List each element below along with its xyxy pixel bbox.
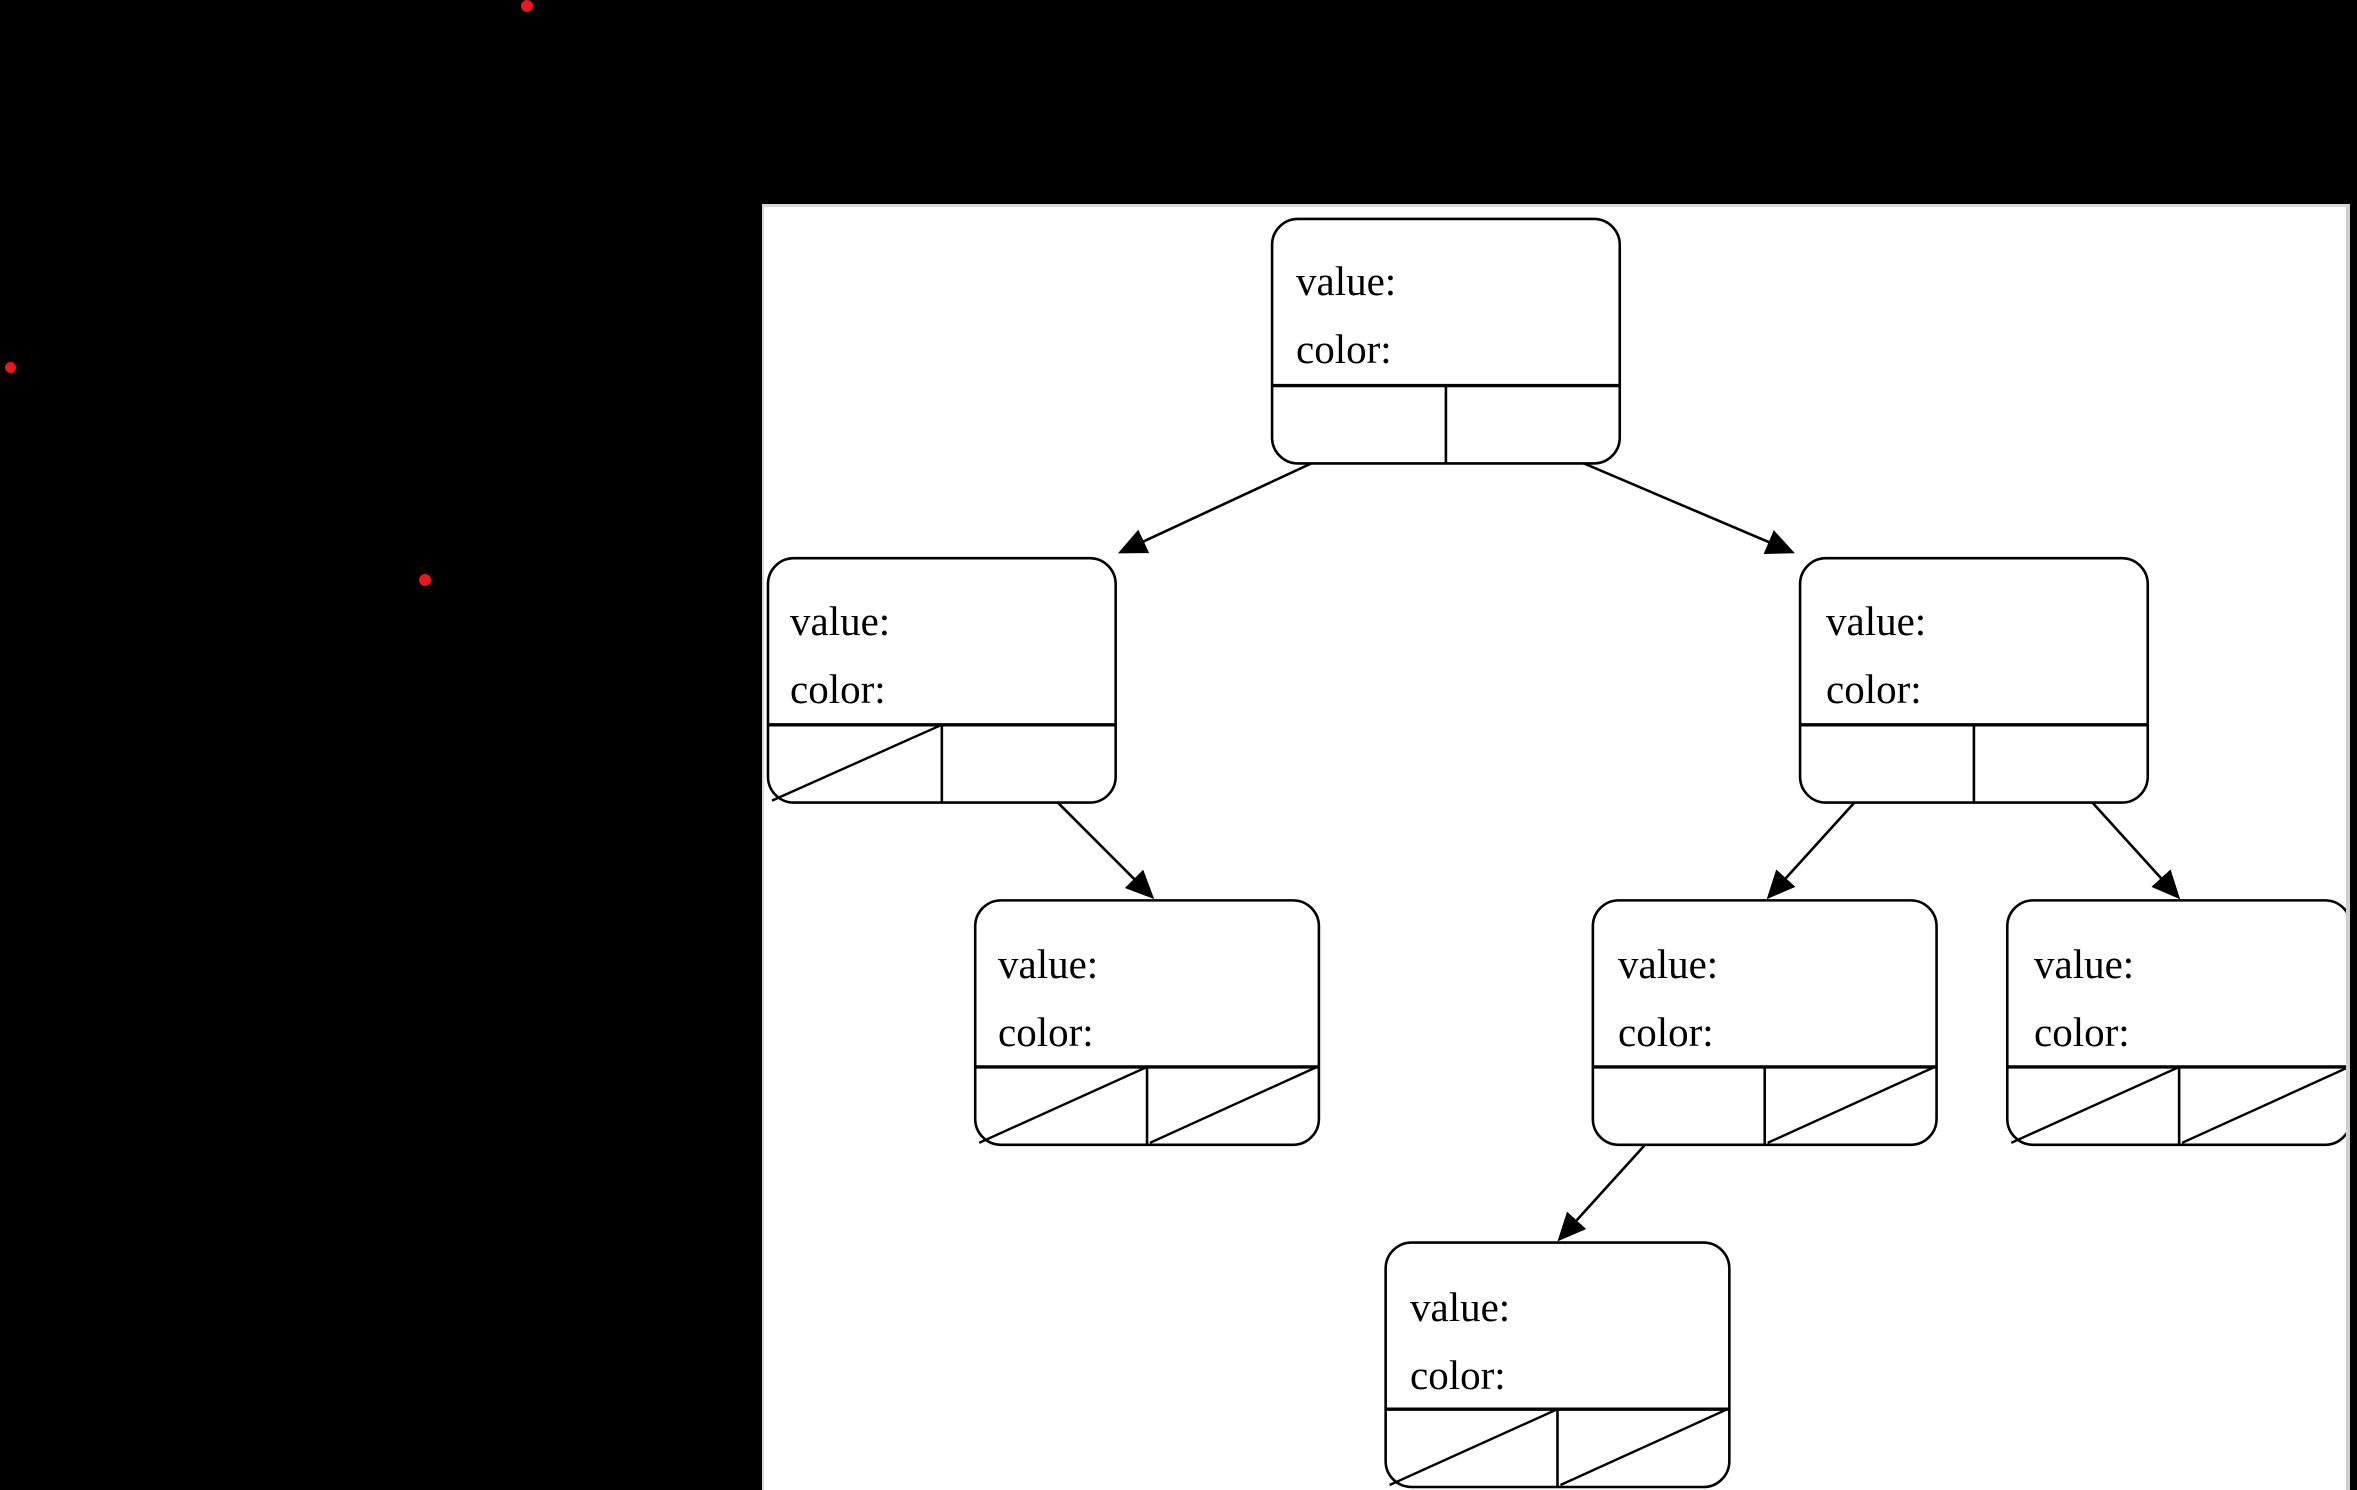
tree-node-leaf-c-left-pointer-null-slash <box>2010 1065 2180 1144</box>
tree-node-right-child[interactable] <box>1798 556 2150 804</box>
tree-node-left-child[interactable] <box>766 556 1117 804</box>
tree-node-leaf-a[interactable] <box>973 899 1321 1147</box>
tree-node-left-child-value-label: value: <box>790 598 891 644</box>
edge-right-child-to-leaf-c <box>2076 784 2181 900</box>
tree-node-right-child-color-label: color: <box>1826 666 1922 712</box>
tree-node-leaf-d-right-pointer-null-slash <box>1559 1408 1728 1487</box>
tree-node-leaf-c-value-label: value: <box>2034 941 2135 987</box>
tree-node-leaf-c[interactable] <box>2005 899 2346 1147</box>
tree-node-root[interactable] <box>1270 217 1622 465</box>
tree-node-leaf-b-right-pointer-null-slash <box>1767 1065 1936 1144</box>
diagram-canvas-panel[interactable]: value: color: value: color: value: color: valu… <box>762 204 2350 1490</box>
tree-node-leaf-b-color-label: color: <box>1618 1009 1714 1055</box>
edge-right-child-to-leaf-b <box>1766 784 1871 900</box>
tree-node-leaf-a-left-pointer-null-slash <box>978 1065 1148 1144</box>
tree-node-leaf-d-left-pointer-null-slash <box>1389 1408 1558 1487</box>
tree-node-leaf-a-value-label: value: <box>998 941 1099 987</box>
tree-node-leaf-c-right-pointer-null-slash <box>2181 1067 2346 1144</box>
tree-node-leaf-d[interactable] <box>1384 1241 1731 1489</box>
tree-node-left-child-color-label: color: <box>790 666 886 712</box>
tree-node-leaf-a-color-label: color: <box>998 1009 1094 1055</box>
tree-node-root-color-label: color: <box>1296 326 1392 372</box>
tree-node-leaf-c-color-label: color: <box>2034 1009 2130 1055</box>
tree-node-leaf-b[interactable] <box>1591 899 1938 1147</box>
tree-node-root-value-label: value: <box>1296 258 1397 304</box>
tree-node-right-child-value-label: value: <box>1826 598 1927 644</box>
node-layer <box>766 217 2346 1489</box>
edge-leaf-b-to-leaf-d <box>1557 1128 1660 1242</box>
tree-node-leaf-d-color-label: color: <box>1410 1352 1506 1398</box>
tree-node-left-child-left-pointer-null-slash <box>771 723 943 802</box>
marker-dot-left <box>4 361 16 373</box>
tree-diagram-svg <box>766 217 2346 1489</box>
marker-dot-middle <box>419 574 431 586</box>
tree-node-leaf-d-value-label: value: <box>1410 1284 1511 1330</box>
marker-dot-top <box>521 0 533 12</box>
tree-node-leaf-b-value-label: value: <box>1618 941 1719 987</box>
edge-left-child-to-leaf-a <box>1040 784 1155 900</box>
tree-node-leaf-a-right-pointer-null-slash <box>1149 1065 1318 1144</box>
